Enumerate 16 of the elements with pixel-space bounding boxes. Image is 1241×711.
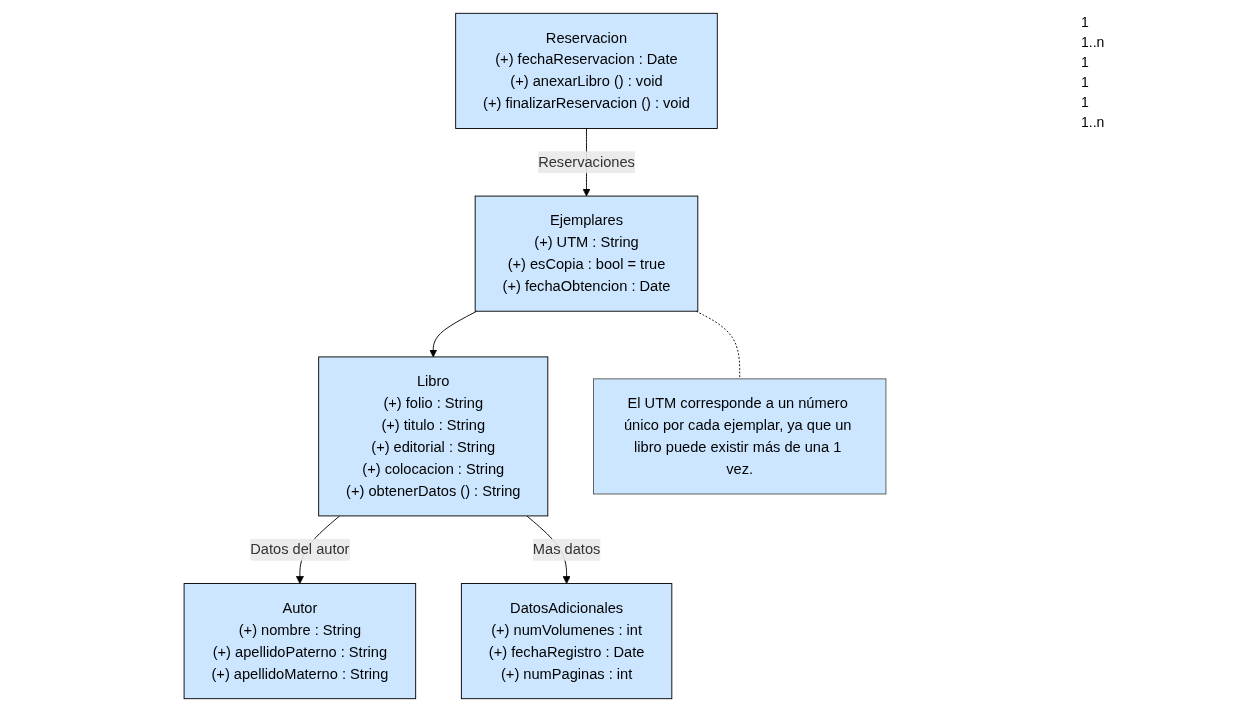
edge-label: Mas datos <box>533 541 601 557</box>
node-box: DatosAdicionales (+) numVolumenes : int (+) fechaRegistro : Date (+) numPaginas : int <box>461 582 673 699</box>
node-box: Autor (+) nombre : String (+) apellidoPaterno : String (+) apellidoMaterno : String <box>184 582 417 699</box>
node-box: El UTM corresponde a un número único por cada ejemplar, ya que un libro puede existir más de una 1 vez. <box>593 377 887 494</box>
multiplicity-label: 1 <box>1081 74 1090 90</box>
node-box: Libro (+) folio : String (+) titulo : String (+) editorial : String (+) colocacion : String (+) obtenerDatos () : String <box>318 355 549 516</box>
node-box: Reservacion (+) fechaReservacion : Date (+) anexarLibro () : void (+) finalizarReservacion () : void <box>455 12 719 129</box>
multiplicity-label: 1 <box>1081 14 1090 30</box>
node-box: Ejemplares (+) UTM : String (+) esCopia : bool = true (+) fechaObtencion : Date <box>475 195 699 312</box>
edge-label: Reservaciones <box>538 153 636 170</box>
multiplicity-label: 1..n <box>1081 34 1106 50</box>
multiplicity-label: 1 <box>1081 54 1090 70</box>
edge-label: Datos del autor <box>250 541 350 557</box>
multiplicity-label: 1 <box>1081 94 1090 110</box>
multiplicity-label: 1..n <box>1081 114 1106 130</box>
connector <box>696 310 741 379</box>
